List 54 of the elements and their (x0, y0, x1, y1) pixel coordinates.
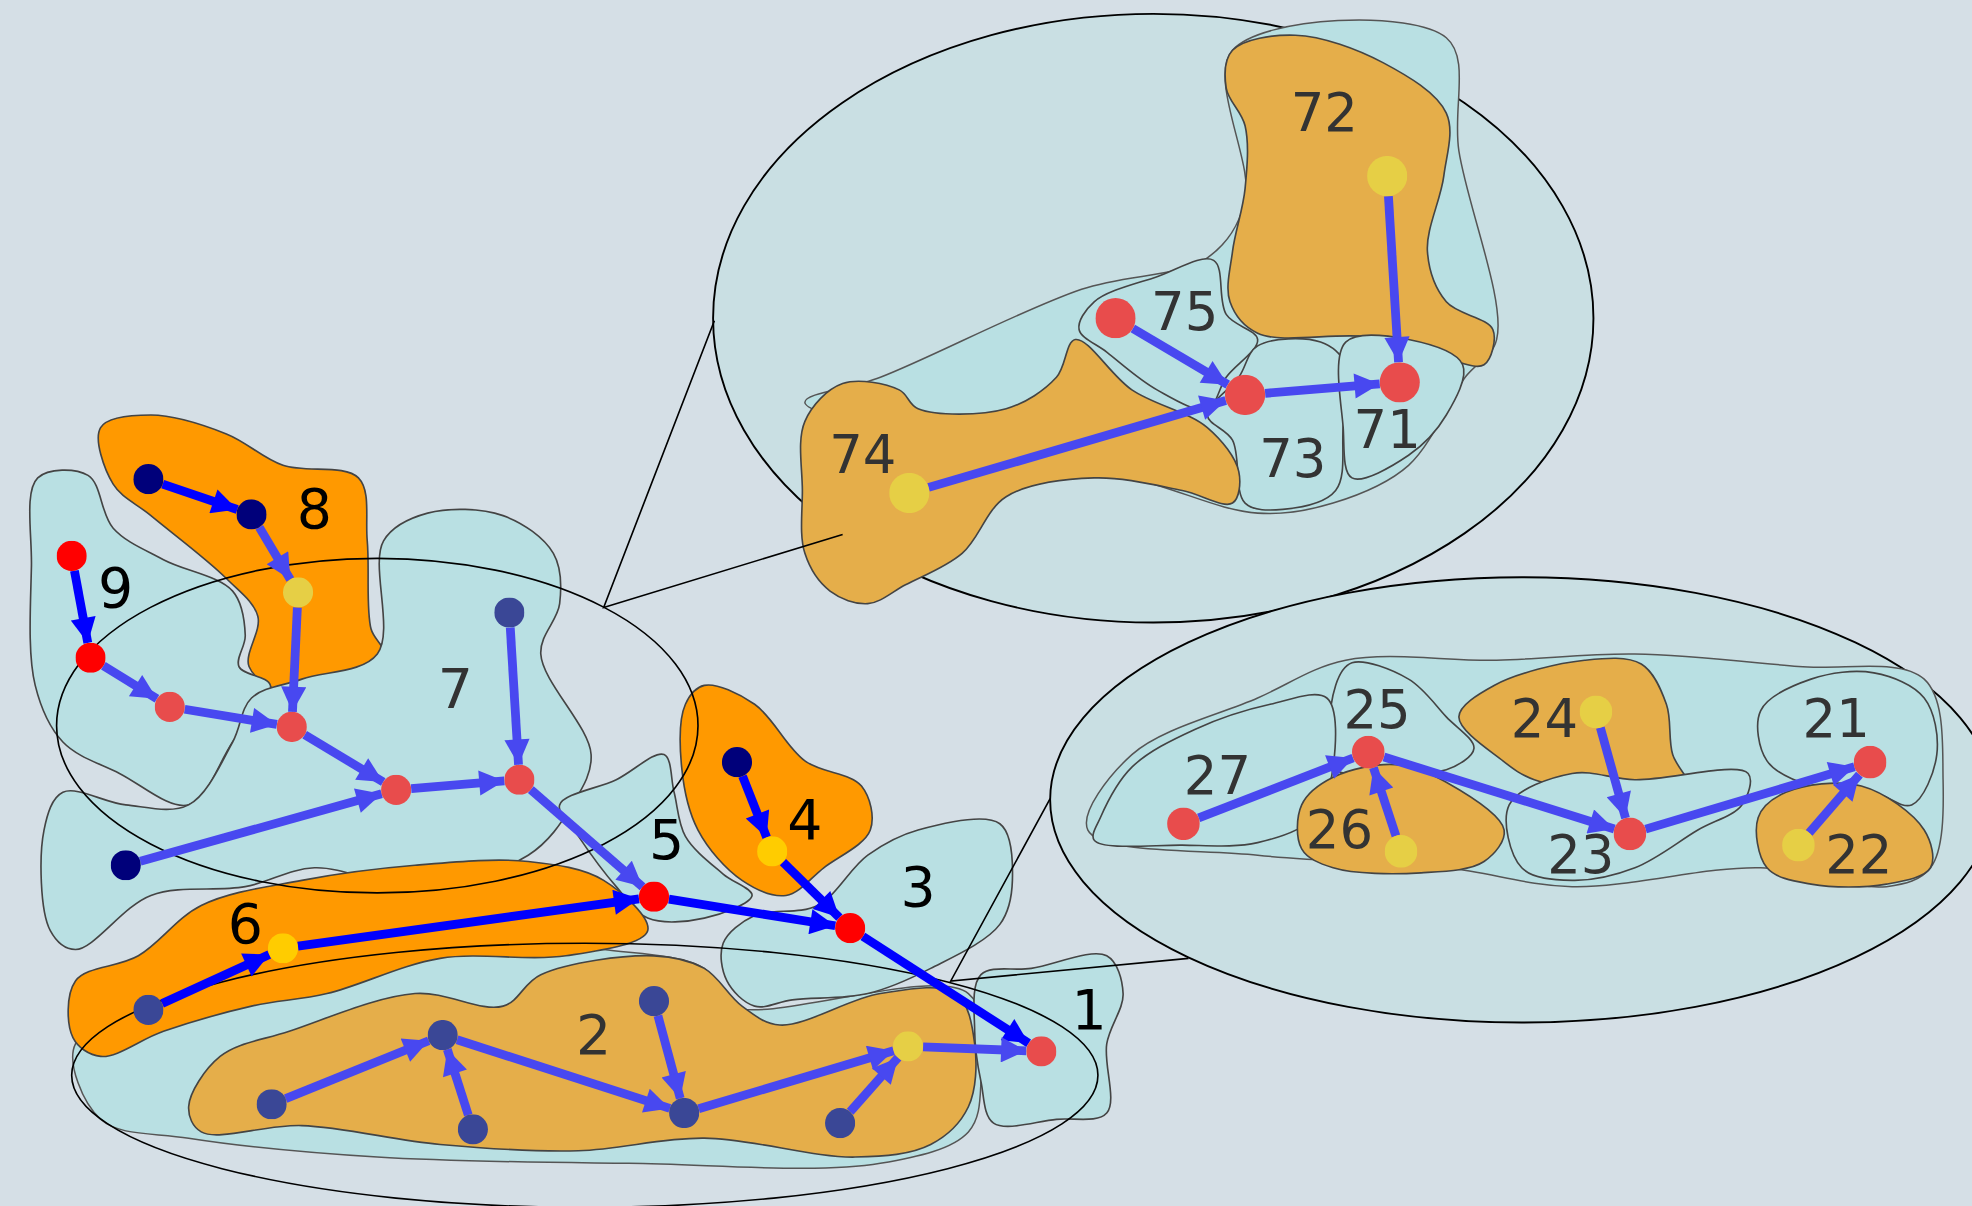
region-number: 3 (900, 859, 936, 915)
arrow (1805, 771, 1863, 836)
arrow (183, 704, 278, 733)
arrow (668, 894, 836, 935)
arrow (927, 395, 1227, 492)
region-number: 1 (1071, 982, 1107, 1038)
arrow (1644, 761, 1856, 834)
arrow (455, 1035, 672, 1113)
region-number: 4 (787, 792, 823, 848)
arrow (410, 770, 505, 796)
arrow (443, 1048, 473, 1117)
region-number: 9 (98, 560, 134, 617)
arrow (922, 1037, 1027, 1063)
arrow (1382, 752, 1616, 834)
arrow (1264, 373, 1381, 399)
region-number: 75 (1151, 285, 1219, 339)
region-number: 71 (1353, 403, 1421, 457)
arrow (653, 1014, 686, 1100)
arrow (779, 858, 843, 921)
arrow (284, 1036, 431, 1103)
arrow (504, 627, 530, 765)
region-number: 2 (576, 1007, 612, 1063)
arrow (846, 1054, 902, 1115)
arrow (281, 607, 307, 713)
region-number: 23 (1547, 828, 1615, 882)
region-number: 21 (1802, 692, 1870, 746)
region-number: 7 (437, 661, 473, 717)
region-number: 27 (1183, 749, 1251, 803)
arrow (70, 569, 96, 644)
arrow (302, 730, 386, 786)
region-number: 22 (1825, 828, 1893, 882)
arrow (255, 525, 295, 582)
region-number: 73 (1259, 432, 1327, 486)
arrow (860, 932, 1032, 1047)
arrow (139, 788, 383, 866)
region-number: 6 (227, 896, 263, 953)
region-number: 26 (1305, 803, 1373, 857)
arrow (1384, 195, 1410, 363)
region-number: 8 (296, 481, 332, 537)
region-number: 72 (1290, 86, 1358, 140)
region-number: 24 (1510, 692, 1578, 746)
arrow (161, 479, 239, 514)
region-number: 74 (829, 428, 897, 482)
arrow (527, 786, 646, 891)
arrow (297, 889, 640, 951)
arrow (160, 950, 272, 1008)
arrow (1369, 766, 1401, 838)
arrow (738, 774, 771, 839)
arrow (697, 1045, 895, 1113)
region-number: 5 (648, 812, 685, 868)
arrow (1197, 753, 1355, 822)
arrow (101, 661, 160, 703)
region-number: 25 (1343, 684, 1411, 737)
arrow (1596, 726, 1631, 820)
